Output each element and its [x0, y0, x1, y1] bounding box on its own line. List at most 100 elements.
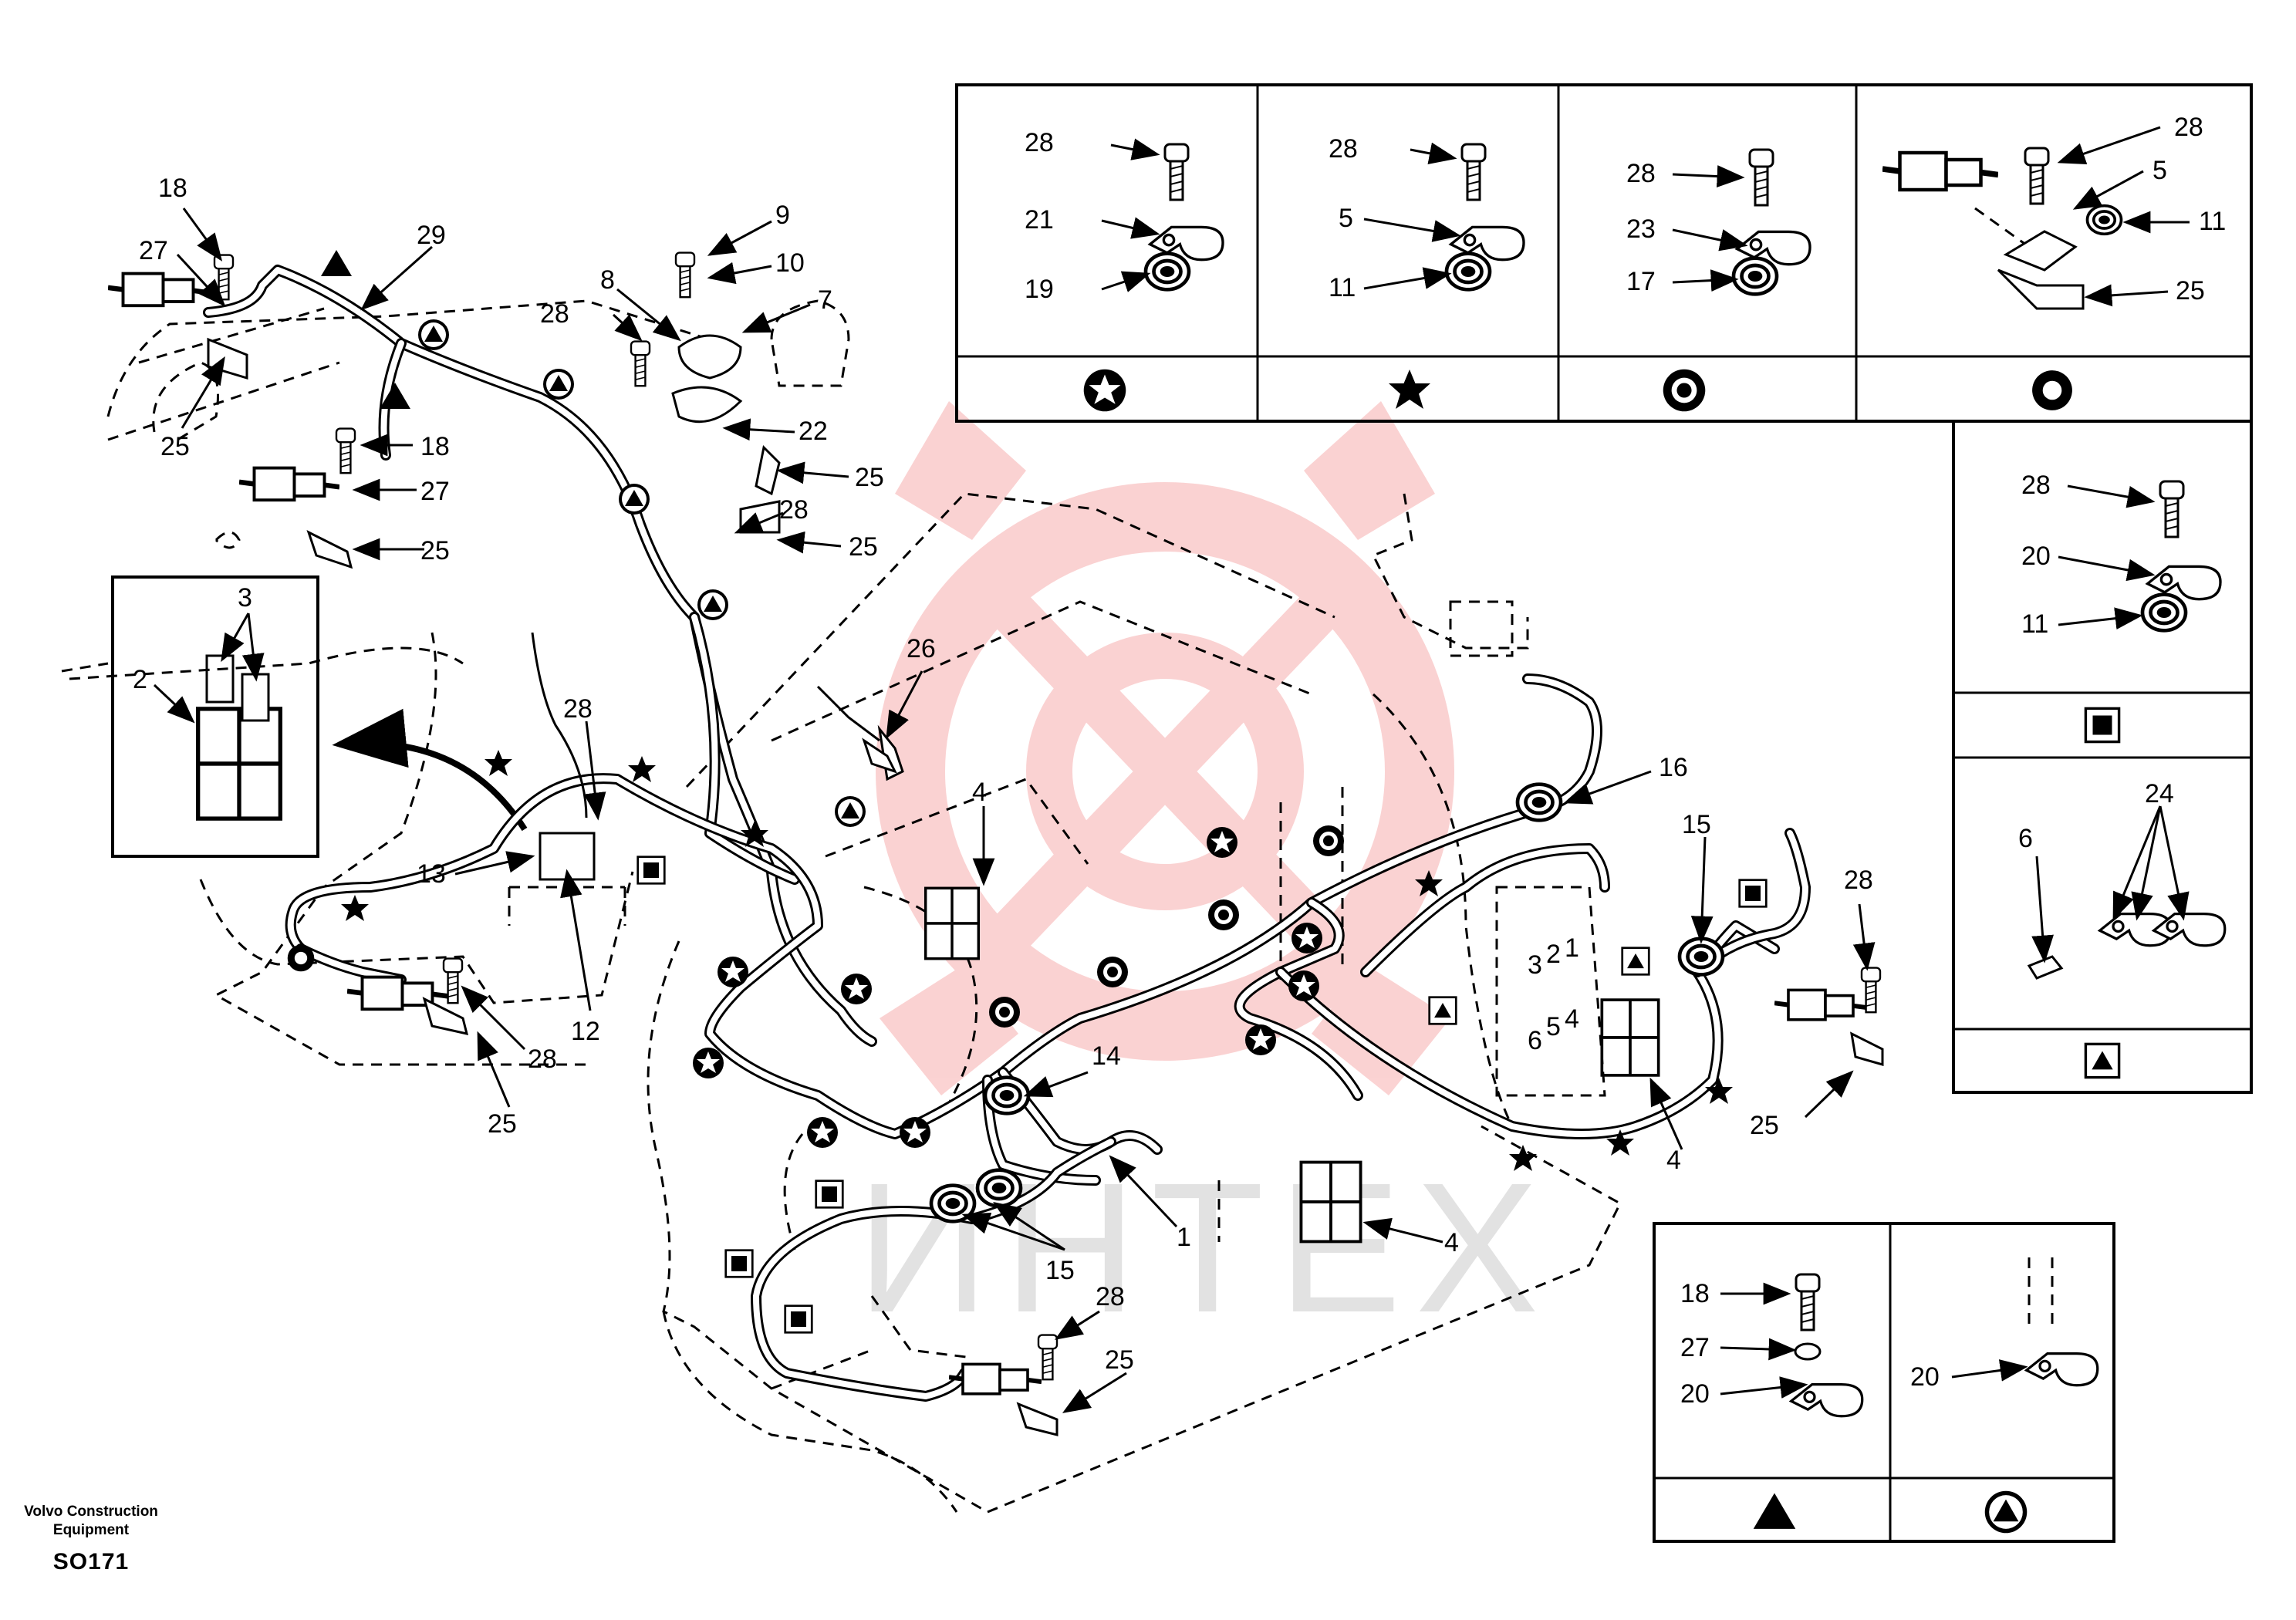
- svg-text:25: 25: [420, 536, 450, 565]
- relay-detail-box: 3 2: [111, 575, 319, 858]
- svg-text:25: 25: [849, 532, 878, 562]
- svg-text:2: 2: [1546, 940, 1561, 969]
- drawing-code: SO171: [52, 1549, 130, 1574]
- boxed-square-icon: [2084, 707, 2121, 744]
- svg-text:29: 29: [417, 221, 446, 250]
- svg-text:24: 24: [2145, 779, 2174, 808]
- svg-text:28: 28: [1844, 866, 1873, 895]
- svg-text:28: 28: [1329, 134, 1358, 164]
- svg-text:25: 25: [488, 1109, 517, 1139]
- svg-text:16: 16: [1659, 753, 1688, 782]
- svg-text:4: 4: [1565, 1004, 1579, 1034]
- triangle-icon: [321, 250, 352, 276]
- ring-icon: [287, 944, 315, 972]
- circled-star-icon: [693, 1048, 724, 1078]
- watermark-logo: [876, 401, 1454, 1095]
- brand-line-2: Equipment: [52, 1522, 130, 1538]
- svg-text:3: 3: [1528, 950, 1542, 980]
- circled-triangle-icon: [697, 589, 728, 620]
- machine-outline: [61, 299, 1622, 1514]
- brand-line-1: Volvo Construction: [24, 1504, 158, 1520]
- bullseye-icon: [989, 997, 1020, 1028]
- components: [108, 251, 1884, 1436]
- legend-cell-bullseye: 28 23 17: [1626, 148, 1811, 412]
- svg-text:13: 13: [417, 859, 446, 889]
- circled-triangle-icon: [418, 319, 449, 350]
- bullseye-icon: [1208, 899, 1239, 930]
- svg-text:1: 1: [1565, 933, 1579, 963]
- svg-text:11: 11: [2199, 207, 2226, 236]
- circled-triangle-icon: [835, 796, 866, 827]
- svg-text:20: 20: [2021, 542, 2051, 571]
- bullseye-icon: [1313, 825, 1344, 856]
- svg-text:28: 28: [563, 694, 593, 724]
- svg-text:3: 3: [238, 583, 252, 613]
- svg-text:28: 28: [779, 495, 809, 525]
- circled-star-icon: [1207, 827, 1237, 858]
- circled-star-icon: [900, 1117, 930, 1148]
- circled-triangle-icon: [619, 484, 650, 515]
- svg-text:22: 22: [799, 417, 828, 446]
- star-icon: [485, 750, 512, 776]
- svg-text:5: 5: [1546, 1012, 1561, 1041]
- watermark-text: ИНТЕХ: [856, 1144, 1553, 1351]
- legend-cell-star: 28 5 11: [1329, 134, 1525, 409]
- svg-text:11: 11: [2021, 609, 2048, 639]
- boxed-square-icon: [636, 856, 666, 885]
- svg-text:28: 28: [1626, 159, 1656, 188]
- footer: Volvo Construction Equipment SO171: [14, 1503, 168, 1575]
- svg-text:6: 6: [1528, 1026, 1542, 1055]
- svg-text:25: 25: [160, 432, 190, 461]
- svg-text:25: 25: [2176, 276, 2205, 305]
- legend-cell-ring: 28 5 11 25: [1882, 113, 2226, 410]
- legend-panel-bottom: 18 27 20 20: [1653, 1222, 2115, 1543]
- legend-panel-side: 28 20 11 6 24: [1952, 420, 2253, 1094]
- circled-star-icon: [841, 974, 872, 1004]
- svg-text:28: 28: [540, 299, 569, 329]
- svg-text:5: 5: [2152, 156, 2167, 185]
- svg-text:19: 19: [1025, 275, 1054, 304]
- legend-cell-boxed-square: 28 20 11: [2021, 471, 2222, 744]
- svg-text:4: 4: [972, 778, 987, 807]
- circled-star-icon: [718, 957, 748, 987]
- boxed-square-icon: [784, 1304, 813, 1334]
- bullseye-icon: [1097, 957, 1128, 987]
- svg-text:28: 28: [2021, 471, 2051, 500]
- boxed-triangle-icon: [1428, 996, 1457, 1025]
- legend-cell-circled-star: 28 21 19: [1025, 128, 1224, 412]
- svg-text:27: 27: [1680, 1333, 1710, 1362]
- svg-text:23: 23: [1626, 214, 1656, 244]
- svg-text:10: 10: [775, 248, 805, 278]
- legend-cell-triangle: 18 27 20: [1680, 1273, 1864, 1529]
- legend-cell-boxed-triangle: 6 24: [2018, 779, 2227, 1079]
- svg-text:9: 9: [775, 201, 790, 230]
- relay-pointer-arrow: [332, 708, 528, 832]
- circled-star-icon: [1292, 923, 1322, 953]
- svg-text:25: 25: [1105, 1345, 1134, 1375]
- star-icon: [1389, 370, 1430, 409]
- bullseye-icon: [1663, 369, 1706, 412]
- svg-text:28: 28: [1025, 128, 1054, 157]
- connector-numbers: 3 2 1 6 5 4: [1528, 933, 1579, 1055]
- svg-text:20: 20: [1680, 1379, 1710, 1409]
- svg-text:15: 15: [1682, 810, 1711, 839]
- circled-triangle-icon: [1984, 1490, 2028, 1534]
- svg-text:11: 11: [1329, 273, 1356, 302]
- svg-text:25: 25: [855, 463, 884, 492]
- svg-text:27: 27: [139, 236, 168, 265]
- svg-text:17: 17: [1626, 267, 1656, 296]
- circled-star-icon: [1245, 1024, 1276, 1055]
- circled-star-icon: [807, 1117, 838, 1148]
- callouts: 18 27 25 29 18 27 25 28 9 10 8 7 22 25 2…: [139, 174, 1876, 1413]
- triangle-icon: [1753, 1493, 1796, 1529]
- boxed-square-icon: [815, 1180, 844, 1209]
- circled-star-icon: [1083, 369, 1126, 412]
- circled-triangle-icon: [543, 369, 574, 400]
- boxed-triangle-icon: [1621, 947, 1650, 976]
- svg-text:7: 7: [818, 285, 832, 315]
- legend-panel-top: 28 21 19 28 5 11 28 23 1: [955, 83, 2253, 423]
- svg-text:27: 27: [420, 477, 450, 506]
- circled-star-icon: [1288, 970, 1319, 1001]
- svg-text:28: 28: [528, 1045, 557, 1074]
- svg-text:4: 4: [1444, 1228, 1459, 1257]
